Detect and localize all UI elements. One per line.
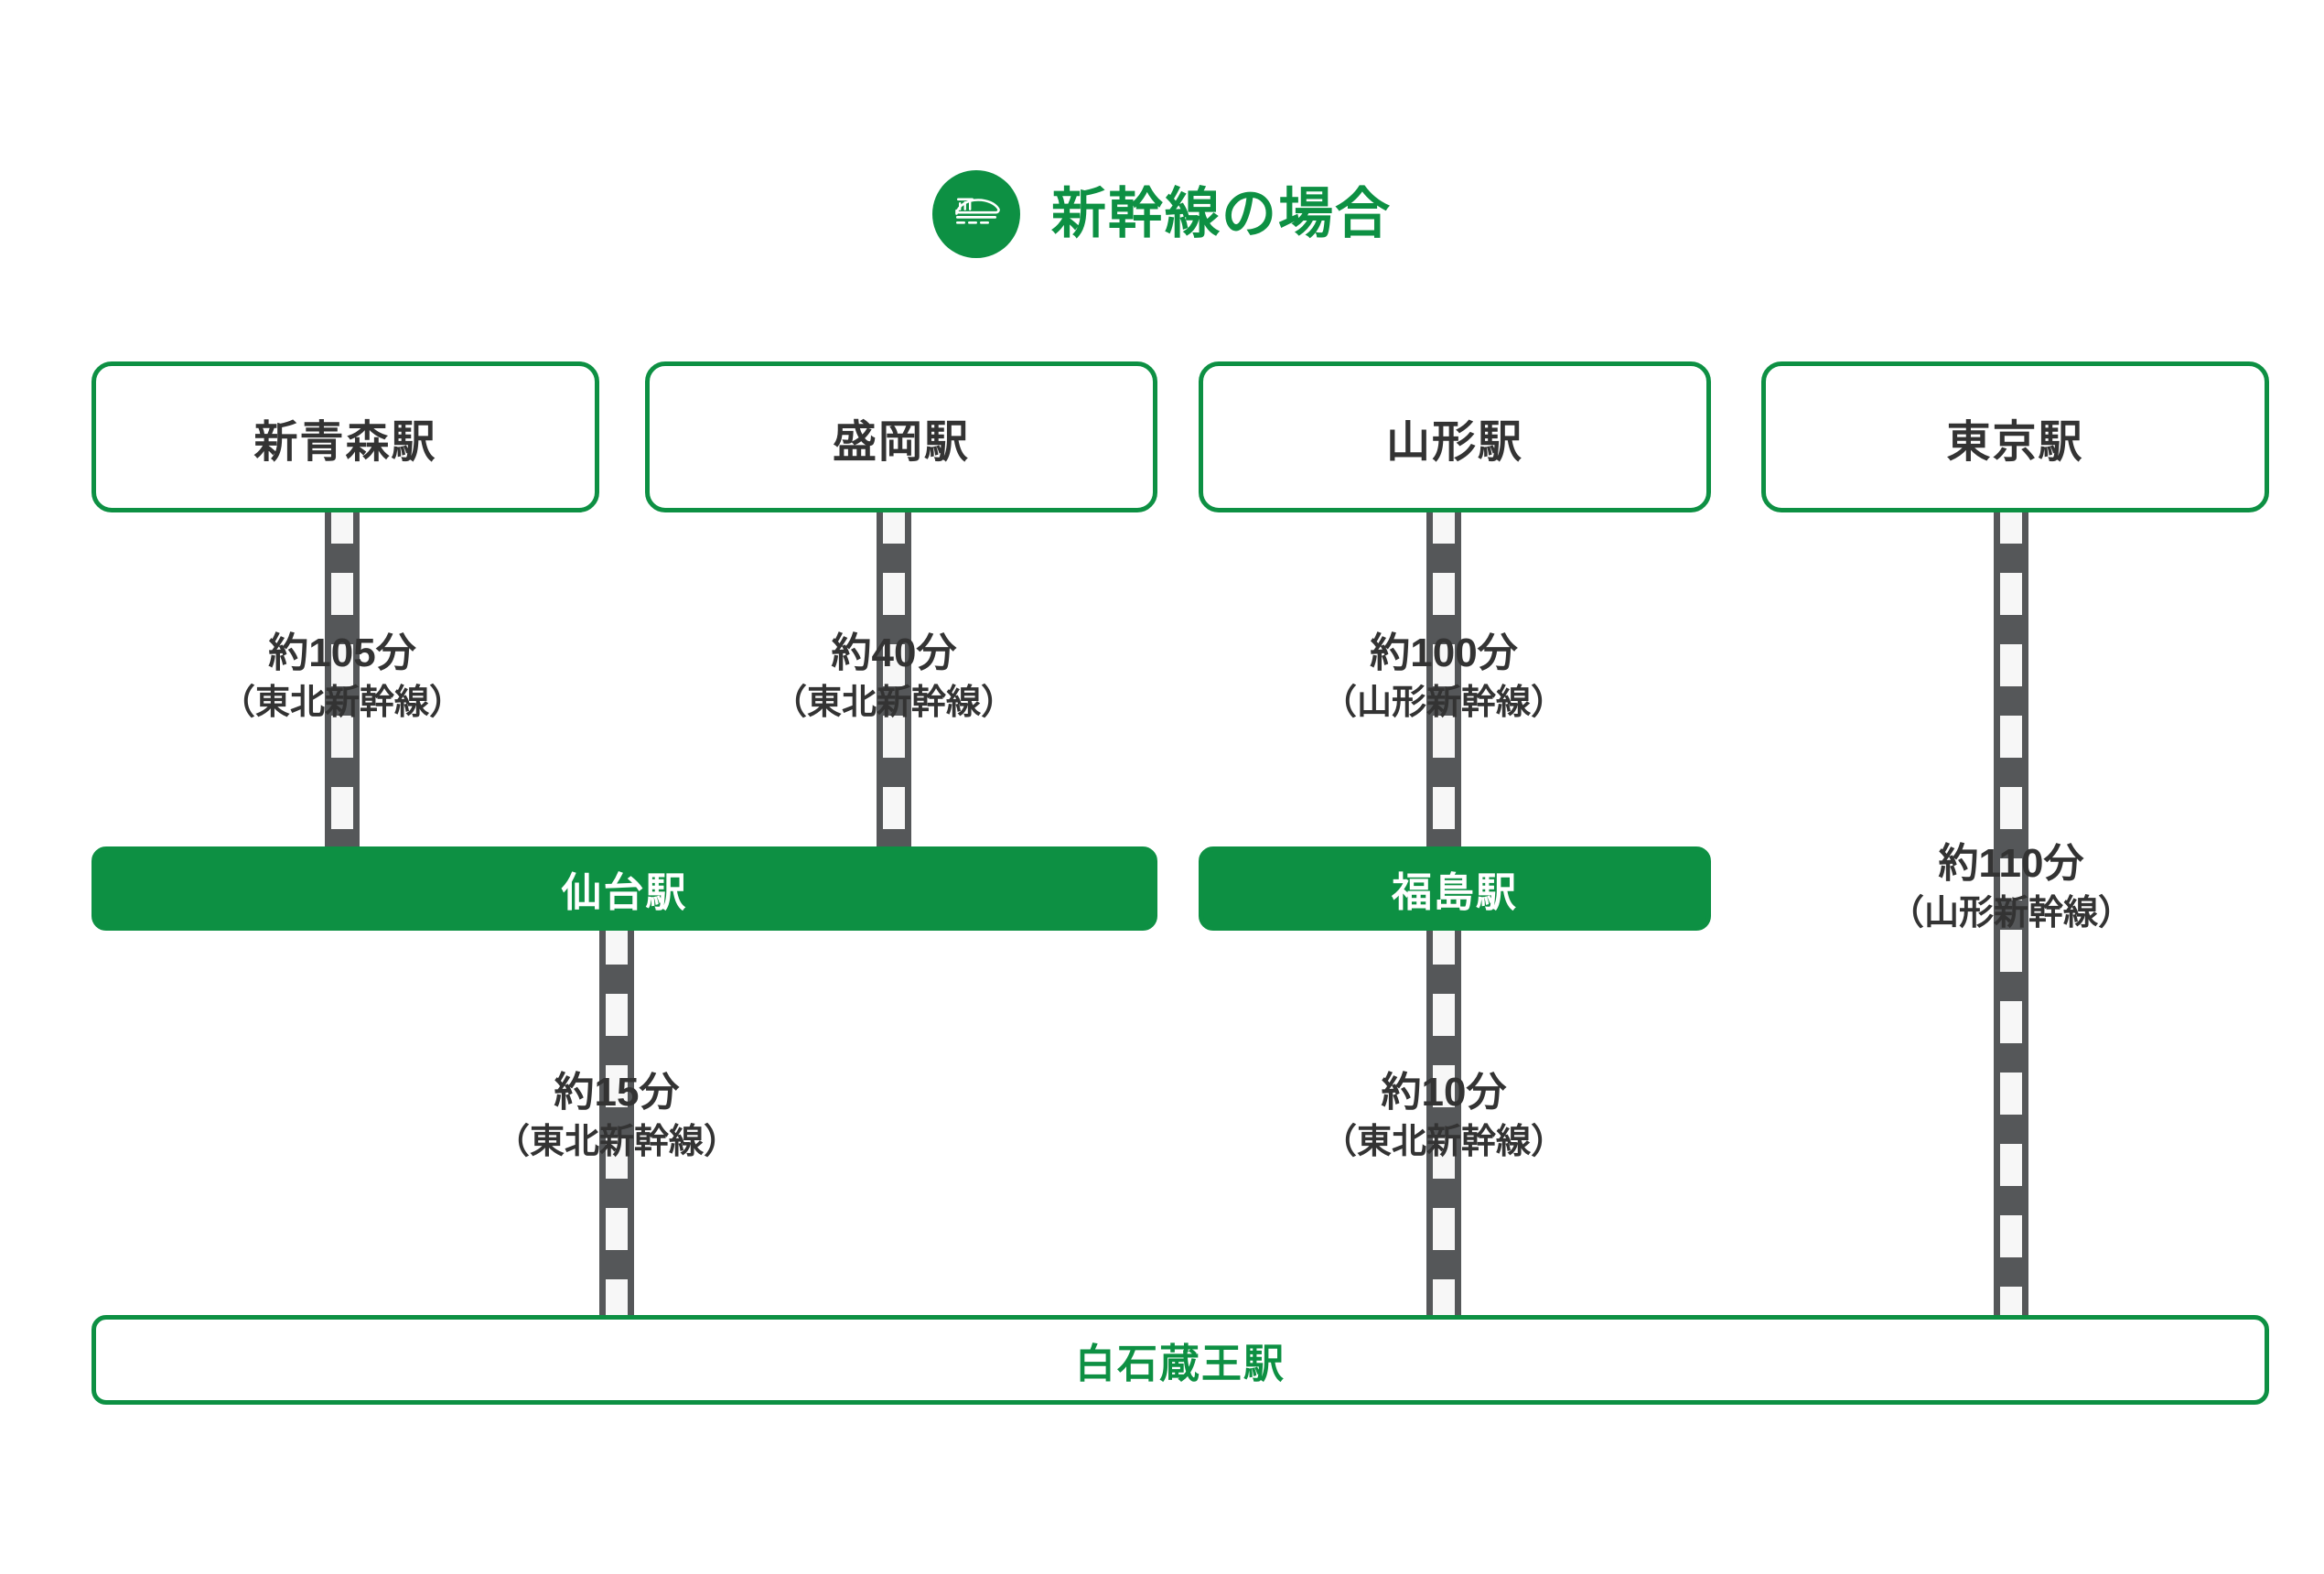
page-title-text: 新幹線の場合: [1051, 183, 1392, 244]
station-box-fukushima[interactable]: 福島駅: [1199, 846, 1711, 931]
station-label: 山形駅: [1385, 417, 1523, 467]
track-morioka-sendai: [877, 501, 911, 858]
station-label: 仙台駅: [561, 870, 688, 915]
page-title: 新幹線の場合: [0, 170, 2324, 258]
track-tokyo-shiroishi: [1994, 501, 2028, 1325]
station-box-yamagata[interactable]: 山形駅: [1199, 361, 1711, 512]
station-box-shiroishi-zao[interactable]: 白石蔵王駅: [91, 1315, 2269, 1405]
station-box-sendai[interactable]: 仙台駅: [91, 846, 1157, 931]
track-shinaomori-sendai: [325, 501, 360, 858]
track-fukushima-shiroishi: [1426, 922, 1461, 1327]
track-yamagata-fukushima: [1426, 501, 1461, 858]
station-box-shin-aomori[interactable]: 新青森駅: [91, 361, 599, 512]
station-label: 新青森駅: [253, 417, 437, 467]
station-label: 白石蔵王駅: [1075, 1342, 1286, 1386]
station-box-morioka[interactable]: 盛岡駅: [645, 361, 1157, 512]
track-sendai-shiroishi: [599, 922, 634, 1327]
station-label: 盛岡駅: [832, 417, 970, 467]
station-box-tokyo[interactable]: 東京駅: [1761, 361, 2269, 512]
station-label: 東京駅: [1946, 417, 2084, 467]
station-label: 福島駅: [1392, 870, 1518, 915]
shinkansen-icon: [932, 170, 1020, 258]
